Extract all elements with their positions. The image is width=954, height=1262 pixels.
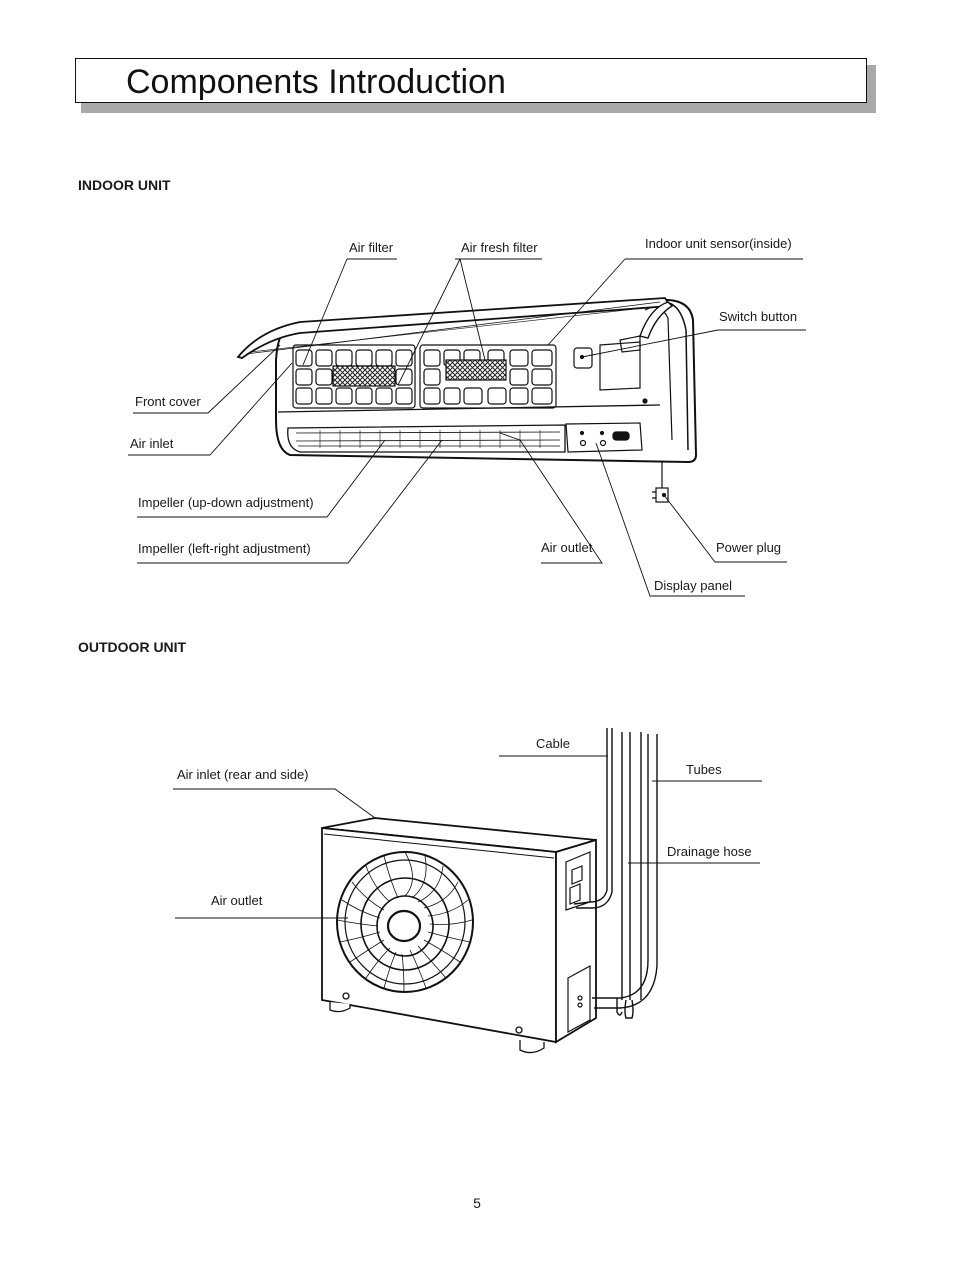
- front-cover: [236, 297, 674, 359]
- air-outlet-area: [277, 404, 661, 453]
- label-cable: Cable: [536, 736, 570, 751]
- label-indoor-unit-sensor: Indoor unit sensor(inside): [645, 236, 792, 251]
- label-display-panel: Display panel: [654, 578, 733, 593]
- page-number: 5: [473, 1195, 481, 1211]
- outdoor-unit-feet: [329, 992, 545, 1054]
- outdoor-leader-lines: [173, 755, 762, 919]
- piping: [573, 728, 658, 1019]
- label-air-inlet-rear-side: Air inlet (rear and side): [177, 767, 309, 782]
- label-switch-button: Switch button: [719, 309, 798, 324]
- outdoor-unit-cabinet: [321, 817, 597, 1044]
- title-box: Components Introduction: [75, 58, 867, 103]
- label-outdoor-air-outlet: Air outlet: [211, 893, 263, 908]
- outdoor-unit-heading: OUTDOOR UNIT: [78, 639, 187, 655]
- indoor-leader-lines: [128, 258, 806, 597]
- label-drainage-hose: Drainage hose: [667, 844, 752, 859]
- label-air-fresh-filter: Air fresh filter: [461, 240, 538, 255]
- side-panels: [565, 851, 591, 1034]
- air-fresh-filter-left: [332, 365, 396, 387]
- label-front-cover: Front cover: [135, 394, 201, 409]
- indoor-unit-heading: INDOOR UNIT: [78, 177, 171, 193]
- label-impeller-left-right: Impeller (left-right adjustment): [138, 541, 311, 556]
- air-fresh-filter-right: [445, 359, 507, 381]
- label-power-plug: Power plug: [716, 540, 782, 555]
- fan-grille: [336, 851, 474, 993]
- display-panel: [565, 422, 643, 453]
- label-tubes: Tubes: [686, 762, 722, 777]
- label-indoor-air-outlet: Air outlet: [541, 540, 593, 555]
- switch-area: [573, 335, 648, 404]
- label-air-inlet: Air inlet: [130, 436, 174, 451]
- label-air-filter: Air filter: [349, 240, 394, 255]
- page-title: Components Introduction: [126, 63, 506, 101]
- power-plug: [652, 462, 669, 503]
- label-impeller-up-down: Impeller (up-down adjustment): [138, 495, 314, 510]
